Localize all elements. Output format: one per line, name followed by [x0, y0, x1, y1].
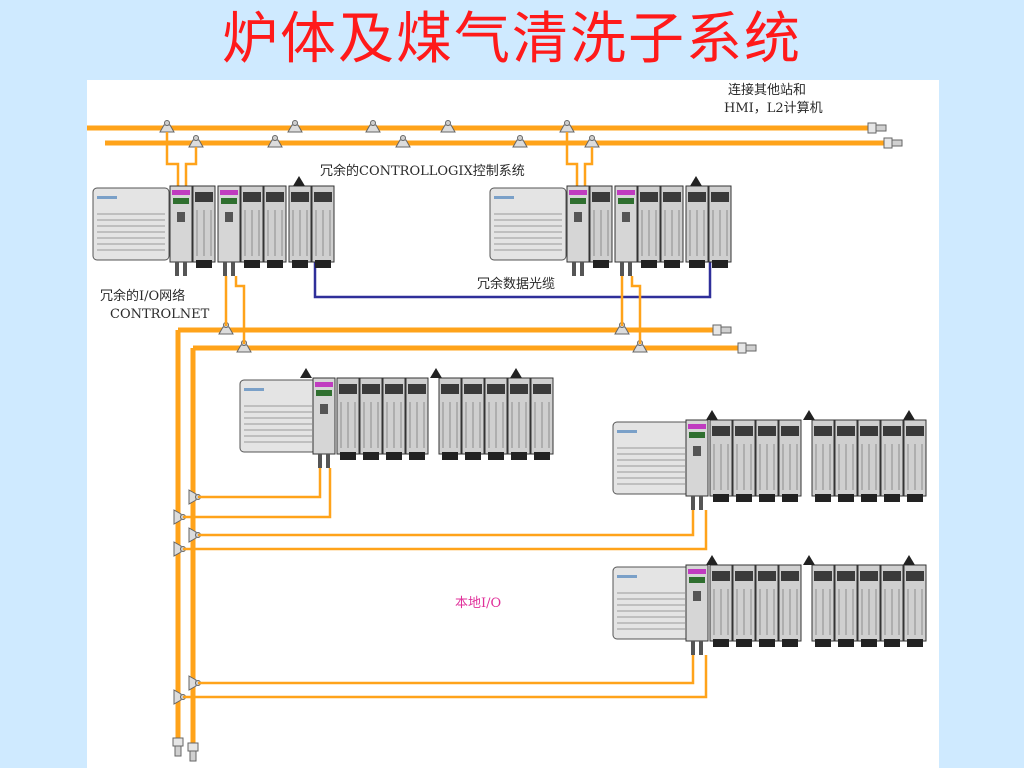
top-network-trunk-a [87, 122, 887, 134]
top-network-trunk-b [105, 137, 903, 149]
local-io-label: 本地I/O [455, 596, 501, 611]
connect-label-line2: HMI，L2计算机 [724, 101, 823, 116]
slide-title: 炉体及煤气清洗子系统 [222, 7, 802, 72]
io-rack-1 [239, 368, 554, 469]
controller-rack-b [489, 176, 732, 277]
controller-rack-a [92, 176, 335, 277]
redundant-io-label-line2: CONTROLNET [110, 307, 210, 322]
controlnet-controller-drops [224, 276, 642, 344]
io-drops [183, 468, 708, 699]
io-rack-2 [612, 410, 927, 511]
redundant-controllogix-label: 冗余的CONTROLLOGIX控制系统 [320, 163, 525, 179]
network-diagram: 连接其他站和 HMI，L2计算机 冗余的CONTROLLOGIX控制系统 冗余数… [87, 82, 927, 762]
connect-label-line1: 连接其他站和 [728, 82, 806, 98]
diagram-panel: 连接其他站和 HMI，L2计算机 冗余的CONTROLLOGIX控制系统 冗余数… [87, 80, 939, 768]
redundant-fiber-cable [313, 262, 712, 299]
redundant-fiber-label: 冗余数据光缆 [477, 276, 555, 292]
controller-drops [165, 132, 594, 188]
io-rack-3 [612, 555, 927, 656]
redundant-io-label-line1: 冗余的I/O网络 [100, 288, 185, 304]
